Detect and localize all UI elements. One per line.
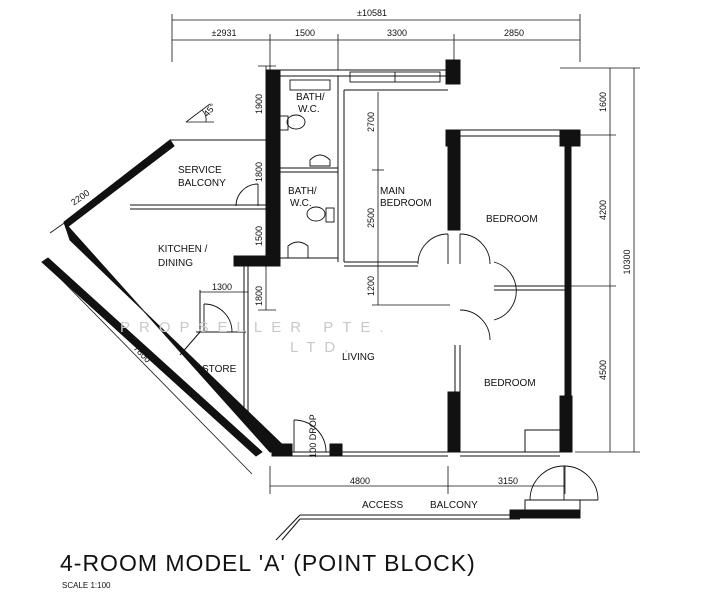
angle-indicator: [185, 103, 214, 123]
plan-title: 4-ROOM MODEL 'A' (POINT BLOCK): [60, 550, 476, 576]
dim-w2: 1500: [295, 28, 315, 38]
walls-thick: [41, 59, 581, 519]
label-service-line2: BALCONY: [178, 178, 226, 189]
label-balcony: BALCONY: [430, 500, 478, 511]
dim-v1200: 1200: [366, 276, 376, 296]
door-swings: [203, 183, 599, 501]
dim-left2: 1800: [254, 162, 264, 182]
label-living: LIVING: [342, 352, 375, 363]
label-bedroom2: BEDROOM: [484, 378, 536, 389]
label-bath1-line1: BATH/: [296, 92, 325, 103]
watermark-line2: LTD.: [290, 339, 357, 356]
dim-left3: 1500: [254, 226, 264, 246]
dim-angle: 45°: [201, 101, 218, 118]
dim-right-total: 10300: [622, 249, 632, 274]
dim-v2500: 2500: [366, 208, 376, 228]
dimension-lines: [43, 14, 640, 494]
dim-bottom1: 4800: [350, 476, 370, 486]
watermark-line1: PROPSELLER PTE.: [120, 319, 393, 336]
dim-w4: 2850: [504, 28, 524, 38]
label-bedroom1: BEDROOM: [486, 214, 538, 225]
label-access: ACCESS: [362, 500, 403, 511]
dim-right3: 4500: [598, 360, 608, 380]
fixtures: [279, 71, 441, 258]
dim-w3: 3300: [387, 28, 407, 38]
dim-store-width: 1300: [212, 282, 232, 292]
dim-v2700: 2700: [366, 112, 376, 132]
label-main-line2: BEDROOM: [380, 198, 432, 209]
label-bath1-line2: W.C.: [298, 104, 320, 115]
label-main-line1: MAIN: [380, 186, 405, 197]
dim-bottom2: 3150: [498, 476, 518, 486]
dim-total-width: ±10581: [357, 8, 387, 18]
dim-right1: 1600: [598, 92, 608, 112]
dim-left1: 1900: [254, 94, 264, 114]
label-bath2-line2: W.C.: [290, 198, 312, 209]
label-kitchen-line1: KITCHEN /: [158, 244, 208, 255]
dim-diag2: 7800: [132, 343, 153, 364]
label-bath2-line1: BATH/: [288, 186, 317, 197]
label-service-line1: SERVICE: [178, 165, 222, 176]
plan-scale: SCALE 1:100: [62, 581, 111, 590]
label-drop: 100 DROP: [308, 414, 318, 458]
dim-right2: 4200: [598, 200, 608, 220]
label-store: STORE: [202, 364, 237, 375]
dim-w1: ±2931: [212, 28, 237, 38]
label-kitchen-line2: DINING: [158, 258, 193, 269]
dim-left4: 1800: [254, 286, 264, 306]
